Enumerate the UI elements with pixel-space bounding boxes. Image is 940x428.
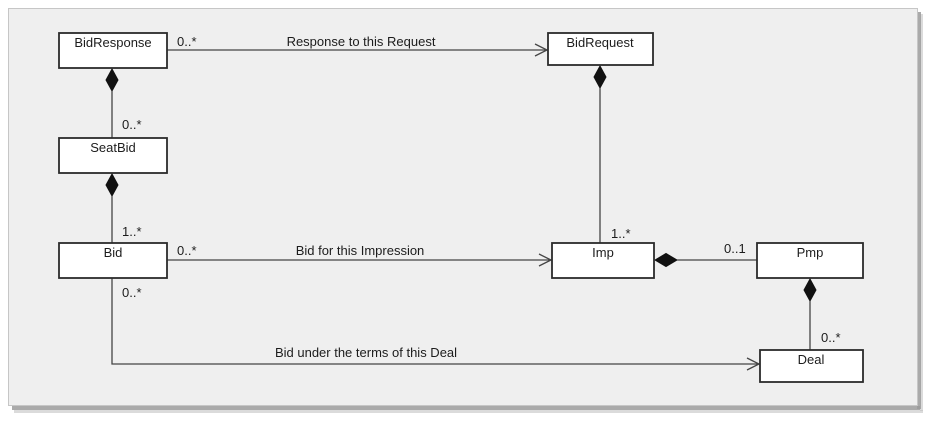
edge-bid-deal: 0..* Bid under the terms of this Deal <box>111 278 761 371</box>
edge-label: Bid under the terms of this Deal <box>275 345 457 360</box>
class-box <box>58 137 168 174</box>
class-node-bid: Bid <box>58 242 168 279</box>
class-box <box>551 242 655 279</box>
multiplicity-label: 1..* <box>122 224 142 239</box>
multiplicity-label: 0..* <box>177 243 197 258</box>
canvas-shadow-bottom <box>12 406 920 410</box>
class-box <box>58 242 168 279</box>
edge-seatbid-bid: 1..* <box>105 172 142 243</box>
class-name-label: Pmp <box>797 245 824 260</box>
open-arrowhead-icon <box>538 253 553 267</box>
class-name-label: BidResponse <box>74 35 151 50</box>
edge-bidrequest-imp: 1..* <box>593 64 631 243</box>
class-node-deal: Deal <box>759 349 864 383</box>
class-name-label: Imp <box>592 245 614 260</box>
edge-label: Bid for this Impression <box>296 243 425 258</box>
multiplicity-label: 0..1 <box>724 241 746 256</box>
class-box <box>547 32 654 66</box>
edge-label: Response to this Request <box>287 34 436 49</box>
class-node-bidrequest: BidRequest <box>547 32 654 66</box>
class-name-label: SeatBid <box>90 140 136 155</box>
class-name-label: BidRequest <box>566 35 634 50</box>
edge-bidresponse-bidrequest: 0..* Response to this Request <box>167 34 549 57</box>
class-name-label: Bid <box>104 245 123 260</box>
class-box <box>58 32 168 69</box>
edge-bid-imp: 0..* Bid for this Impression <box>167 243 553 267</box>
edge-imp-pmp: 0..1 <box>654 241 757 268</box>
class-box <box>756 242 864 279</box>
class-node-pmp: Pmp <box>756 242 864 279</box>
class-name-label: Deal <box>798 352 825 367</box>
canvas-shadow-right <box>917 12 921 409</box>
open-arrowhead-icon <box>534 43 549 57</box>
class-node-bidresponse: BidResponse <box>58 32 168 69</box>
multiplicity-label: 0..* <box>177 34 197 49</box>
diagram-canvas <box>8 8 918 406</box>
multiplicity-label: 0..* <box>122 117 142 132</box>
canvas-shadow-right-soft <box>920 14 923 411</box>
open-arrowhead-icon <box>746 357 761 371</box>
class-node-seatbid: SeatBid <box>58 137 168 174</box>
class-node-imp: Imp <box>551 242 655 279</box>
edge-line <box>111 278 759 365</box>
canvas-shadow-bottom-soft <box>14 410 923 413</box>
multiplicity-label: 0..* <box>122 285 142 300</box>
multiplicity-label: 0..* <box>821 330 841 345</box>
class-box <box>759 349 864 383</box>
edge-bidresponse-seatbid: 0..* <box>105 67 142 138</box>
edge-pmp-deal: 0..* <box>803 277 841 350</box>
multiplicity-label: 1..* <box>611 226 631 241</box>
